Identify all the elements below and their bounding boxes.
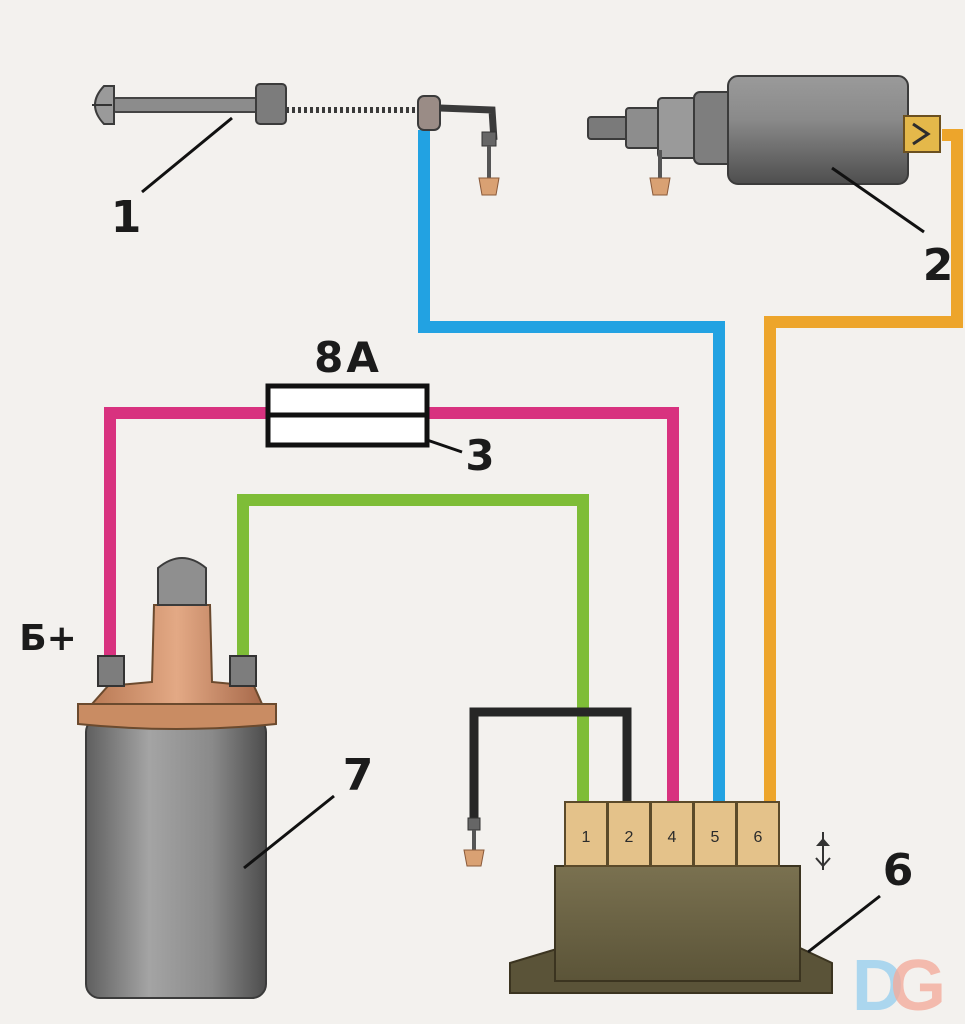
switch-rod: 1 (92, 83, 500, 243)
pin-label-4: 4 (668, 829, 677, 846)
connector-pin-6 (736, 801, 780, 867)
callout-7-leader (243, 794, 335, 870)
ground-terminal-2 (649, 177, 671, 196)
pin-label-2: 2 (625, 829, 634, 846)
callout-1-leader (141, 116, 233, 194)
orange-wire (764, 129, 963, 805)
connector-pin-1 (564, 801, 608, 867)
blue-wire (418, 130, 725, 805)
callout-6-leader (807, 894, 881, 954)
ignition-coil: Б+ 7 (19, 557, 374, 999)
pin-label-1: 1 (582, 829, 591, 846)
callout-7: 7 (343, 750, 374, 801)
connector-pins: 1 2 4 5 6 (564, 801, 780, 867)
fuse-leader-line (426, 438, 463, 454)
controller-block: 1 2 4 5 6 6 (509, 801, 914, 994)
fuse: 8A 3 (265, 333, 495, 480)
connector-pin-5 (693, 801, 737, 867)
small-symbol-icon (815, 832, 831, 870)
callout-3: 3 (465, 431, 494, 480)
pin-label-6: 6 (754, 829, 763, 846)
callout-1: 1 (111, 192, 142, 243)
connector-pin-2 (607, 801, 651, 867)
battery-plus-label: Б+ (19, 618, 77, 659)
watermark-letter-d: D (852, 946, 904, 1024)
callout-2: 2 (923, 240, 954, 291)
black-wire (469, 707, 632, 818)
watermark-logo: D G (852, 946, 946, 1024)
fuse-rating-label: 8A (314, 333, 382, 382)
ground-terminal-1 (478, 177, 500, 196)
callout-2-leader (831, 166, 925, 234)
solenoid-valve: 2 (587, 75, 954, 291)
watermark-letter-g: G (890, 946, 946, 1024)
callout-6: 6 (883, 845, 914, 896)
ground-terminal-3 (463, 817, 485, 867)
connector-pin-4 (650, 801, 694, 867)
green-wire (237, 494, 589, 805)
pin-label-5: 5 (711, 829, 720, 846)
